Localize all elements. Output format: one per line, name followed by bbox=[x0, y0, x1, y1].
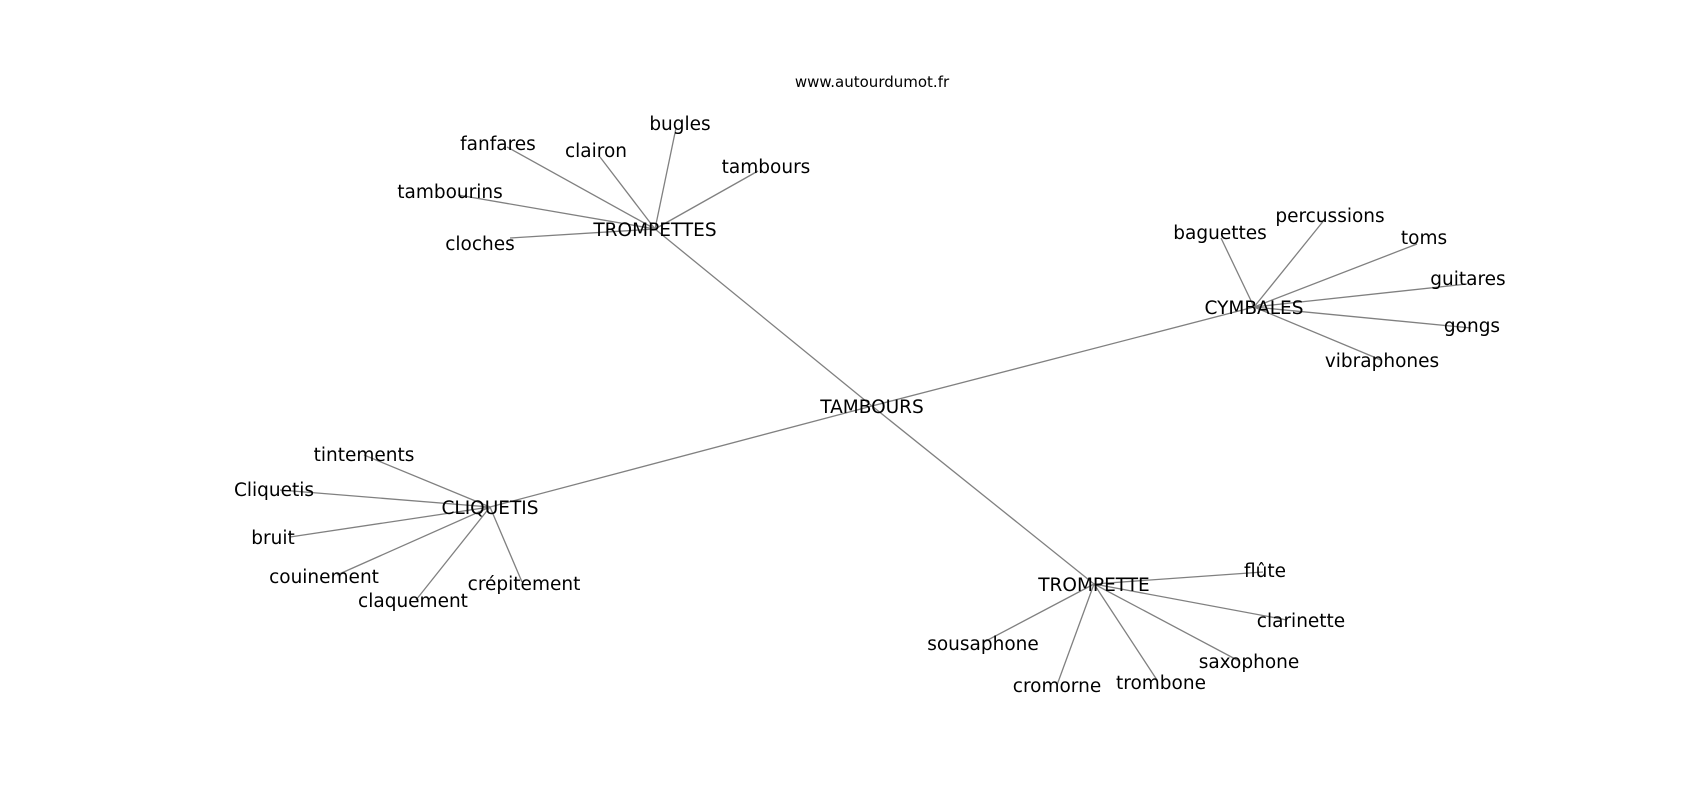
edge-trompette-saxophone bbox=[1093, 583, 1240, 662]
edge-cliquetis-claquement bbox=[415, 506, 491, 601]
edge-trompette-trombone bbox=[1093, 583, 1158, 681]
hub-node-cymbales: CYMBALES bbox=[1205, 298, 1304, 319]
leaf-node-clarinette: clarinette bbox=[1257, 611, 1345, 632]
leaf-node-trombone: trombone bbox=[1116, 673, 1206, 694]
edge-cliquetis-tintements bbox=[363, 454, 491, 508]
edge-cymbales-baguettes bbox=[1220, 237, 1255, 308]
edge-cymbales-percussions bbox=[1253, 218, 1326, 308]
leaf-node-bugles: bugles bbox=[649, 114, 710, 135]
edge-root-cymbales bbox=[871, 306, 1255, 407]
leaf-node-tambourins: tambourins bbox=[397, 182, 503, 203]
label-layer: TAMBOURS TROMPETTES bugles clairon fanfares t… bbox=[234, 114, 1506, 697]
leaf-node-cliquetis: Cliquetis bbox=[234, 480, 314, 501]
edge-root-trompette bbox=[871, 405, 1095, 585]
leaf-node-tintements: tintements bbox=[314, 445, 415, 466]
edge-trompettes-fanfares bbox=[506, 146, 656, 230]
source-watermark: www.autourdumot.fr bbox=[795, 73, 950, 91]
hub-node-trompettes: TROMPETTES bbox=[592, 220, 716, 241]
leaf-node-vibraphones: vibraphones bbox=[1325, 351, 1439, 372]
leaf-node-bruit: bruit bbox=[251, 528, 294, 549]
root-node-label: TAMBOURS bbox=[819, 397, 924, 418]
leaf-node-gongs: gongs bbox=[1444, 316, 1500, 337]
edge-cymbales-gongs bbox=[1253, 306, 1472, 329]
edge-root-trompettes bbox=[654, 228, 873, 407]
leaf-node-cloches: cloches bbox=[445, 234, 515, 255]
leaf-node-sousaphone: sousaphone bbox=[927, 634, 1039, 655]
leaf-node-flute: flûte bbox=[1244, 561, 1286, 582]
edge-cymbales-vibraphones bbox=[1253, 306, 1382, 361]
leaf-node-cromorne: cromorne bbox=[1013, 676, 1101, 697]
leaf-node-saxophone: saxophone bbox=[1199, 652, 1300, 673]
leaf-node-toms: toms bbox=[1401, 228, 1447, 249]
leaf-node-fanfares: fanfares bbox=[460, 134, 536, 155]
edge-cliquetis-crepitement bbox=[489, 506, 523, 583]
leaf-node-crepitement: crépitement bbox=[468, 574, 581, 595]
leaf-node-baguettes: baguettes bbox=[1173, 223, 1266, 244]
leaf-node-tambours: tambours bbox=[722, 157, 811, 178]
edge-trompette-clarinette bbox=[1093, 583, 1288, 621]
hub-node-cliquetis: CLIQUETIS bbox=[442, 498, 539, 519]
edge-trompettes-clairon bbox=[599, 156, 656, 230]
hub-node-trompette: TROMPETTE bbox=[1037, 575, 1150, 596]
edge-cymbales-guitares bbox=[1253, 283, 1468, 308]
edge-trompette-sousaphone bbox=[983, 583, 1095, 643]
edge-cliquetis-cliquetis bbox=[279, 489, 491, 508]
leaf-node-percussions: percussions bbox=[1275, 206, 1384, 227]
edge-trompettes-tambours bbox=[654, 170, 759, 230]
leaf-node-guitares: guitares bbox=[1430, 269, 1505, 290]
edge-trompettes-bugles bbox=[654, 127, 677, 230]
edge-cliquetis-bruit bbox=[289, 506, 491, 538]
edge-trompette-flute bbox=[1093, 571, 1264, 585]
edge-trompettes-tambourins bbox=[457, 194, 656, 230]
edge-root-cliquetis bbox=[489, 405, 873, 508]
leaf-node-couinement: couinement bbox=[269, 567, 379, 588]
edge-trompette-cromorne bbox=[1056, 583, 1095, 686]
leaf-node-clairon: clairon bbox=[565, 141, 627, 162]
edge-cymbales-toms bbox=[1253, 243, 1418, 308]
edge-cliquetis-couinement bbox=[336, 506, 491, 576]
edge-trompettes-cloches bbox=[509, 228, 656, 239]
edge-layer bbox=[279, 127, 1472, 686]
leaf-node-claquement: claquement bbox=[358, 591, 468, 612]
